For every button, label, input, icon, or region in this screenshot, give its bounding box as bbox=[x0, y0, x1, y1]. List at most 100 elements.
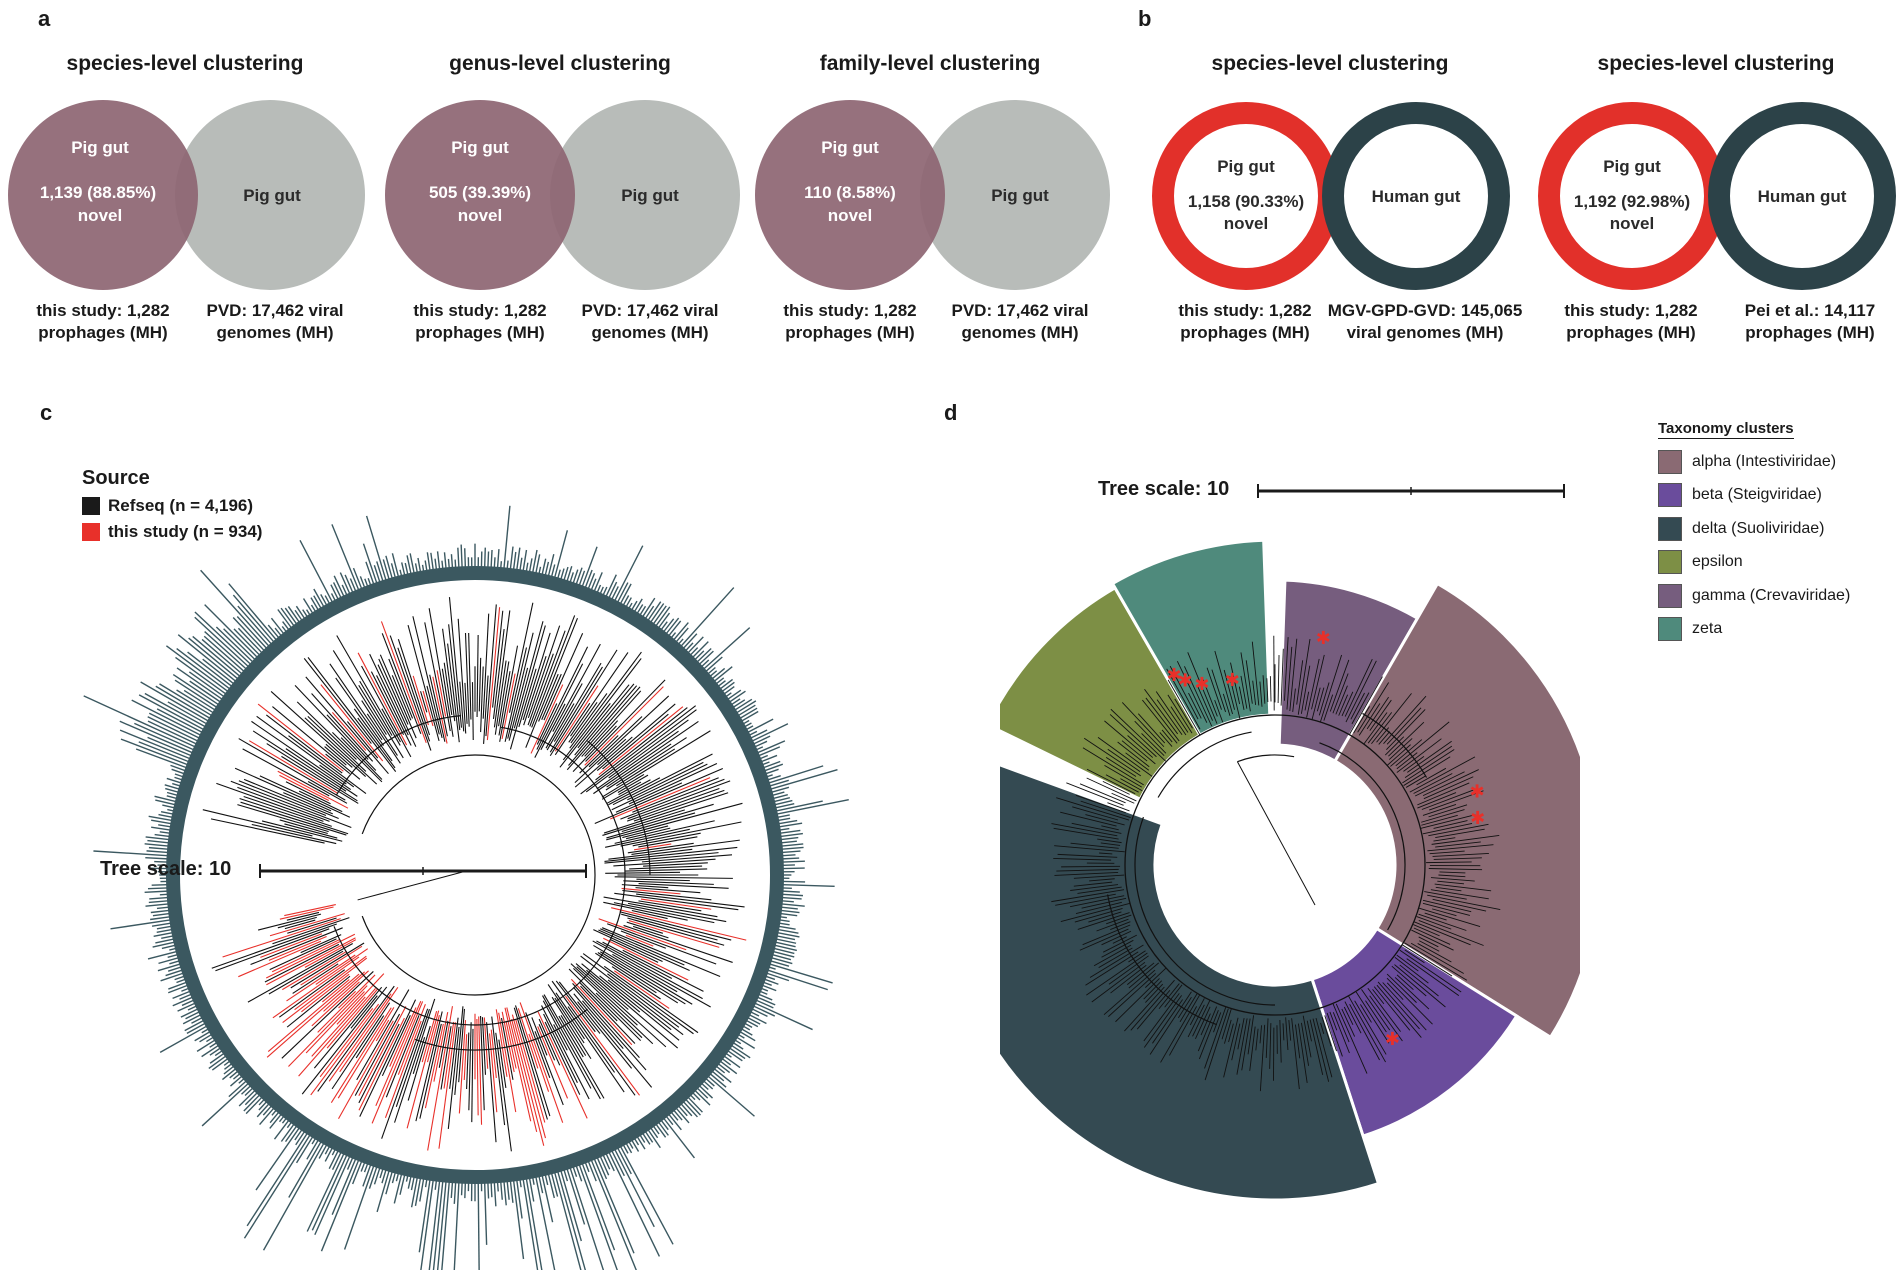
bar-mark bbox=[138, 741, 189, 763]
branch-line bbox=[604, 846, 738, 862]
venn-left-circle bbox=[755, 100, 945, 290]
legend-swatch bbox=[1658, 516, 1682, 541]
bar-mark bbox=[694, 650, 705, 661]
branch-line bbox=[1097, 736, 1153, 777]
bar-mark bbox=[739, 1031, 756, 1042]
bar-mark bbox=[158, 824, 171, 828]
branch-line bbox=[251, 720, 352, 791]
bar-mark bbox=[165, 787, 179, 793]
branch-line bbox=[597, 738, 627, 766]
branch-line bbox=[279, 906, 334, 920]
branch-line bbox=[266, 743, 358, 802]
branch-line bbox=[534, 1031, 564, 1106]
venn-left-novel: novel bbox=[827, 206, 873, 225]
bar-mark bbox=[541, 558, 547, 575]
bar-mark bbox=[215, 626, 254, 663]
bar-mark bbox=[772, 791, 785, 796]
branch-line bbox=[486, 607, 501, 741]
bar-mark bbox=[781, 843, 804, 847]
bar-mark bbox=[295, 1131, 306, 1146]
branch-line bbox=[239, 797, 349, 835]
branch-line bbox=[1413, 924, 1440, 937]
bar-mark bbox=[194, 616, 249, 668]
branch-line bbox=[287, 917, 337, 934]
venn-right-circle bbox=[920, 100, 1110, 290]
branch-line bbox=[1088, 911, 1122, 923]
bar-mark bbox=[281, 1117, 287, 1124]
branch-line bbox=[1269, 1023, 1272, 1069]
branch-line bbox=[638, 883, 729, 889]
bar-mark bbox=[642, 597, 656, 618]
branch-line bbox=[264, 943, 340, 983]
branch-line bbox=[1077, 912, 1130, 930]
branch-line bbox=[1082, 924, 1131, 946]
bar-mark bbox=[781, 840, 797, 844]
branch-line bbox=[545, 683, 583, 749]
ring-left-label: Pig gut bbox=[1217, 157, 1275, 176]
bar-mark bbox=[176, 689, 214, 714]
bar-mark bbox=[181, 987, 189, 992]
bar-mark bbox=[631, 600, 638, 611]
branch-line bbox=[1066, 782, 1124, 806]
bar-mark bbox=[152, 941, 175, 948]
bar-mark bbox=[765, 768, 779, 775]
branch-line bbox=[1402, 749, 1455, 784]
bar-mark bbox=[665, 1115, 674, 1126]
bar-mark bbox=[535, 554, 541, 574]
branch-line bbox=[1121, 702, 1165, 748]
bar-mark bbox=[443, 552, 447, 569]
branch-line bbox=[381, 1008, 429, 1139]
branch-line bbox=[531, 1017, 548, 1056]
branch-line bbox=[529, 630, 566, 727]
branch-line bbox=[1427, 894, 1501, 911]
bar-mark bbox=[202, 658, 235, 685]
bar-mark bbox=[550, 564, 556, 577]
branch-line bbox=[613, 902, 715, 924]
branch-line bbox=[1106, 914, 1132, 925]
branch-line bbox=[518, 668, 537, 728]
branch-line bbox=[1332, 1012, 1350, 1054]
bar-mark bbox=[769, 779, 789, 787]
branch-line bbox=[1435, 841, 1481, 848]
bar-mark bbox=[174, 679, 218, 708]
branch-line bbox=[1259, 1025, 1262, 1044]
branch-line bbox=[515, 1019, 546, 1123]
bar-mark bbox=[687, 1096, 703, 1113]
bar-mark bbox=[188, 637, 239, 680]
branch-line bbox=[626, 921, 664, 934]
panel-letter-a: a bbox=[38, 6, 51, 31]
branch-line bbox=[1413, 773, 1453, 794]
branch-line bbox=[1409, 756, 1476, 793]
circular-tree-d: ✱✱✱✱✱✱✱✱ bbox=[1000, 538, 1580, 1202]
bar-mark bbox=[694, 1089, 711, 1106]
branch-line bbox=[607, 979, 672, 1031]
branch-line bbox=[1111, 792, 1135, 804]
bar-mark bbox=[399, 1174, 406, 1195]
branch-line bbox=[301, 986, 388, 1095]
bar-mark bbox=[405, 1175, 409, 1182]
branch-line bbox=[243, 795, 332, 827]
branch-line bbox=[580, 955, 684, 1036]
branch-line bbox=[553, 1024, 568, 1051]
branch-line bbox=[1213, 1012, 1222, 1033]
bar-mark bbox=[209, 1042, 218, 1048]
bar-mark bbox=[460, 1182, 463, 1196]
bar-mark bbox=[161, 935, 174, 939]
branch-line bbox=[326, 988, 379, 1049]
branch-line bbox=[438, 1022, 457, 1149]
branch-line bbox=[528, 1033, 550, 1092]
branch-line bbox=[438, 1020, 449, 1068]
bar-mark bbox=[302, 609, 308, 618]
bar-mark bbox=[238, 1089, 256, 1107]
branch-line bbox=[1240, 675, 1248, 709]
bar-mark bbox=[320, 1159, 360, 1252]
branch-line bbox=[1143, 980, 1163, 1000]
branch-line bbox=[555, 992, 625, 1093]
branch-line bbox=[601, 773, 645, 800]
bar-mark bbox=[771, 957, 793, 965]
venn-right-label: Pig gut bbox=[621, 186, 679, 205]
branch-line bbox=[324, 746, 347, 766]
branch-line bbox=[1202, 679, 1218, 717]
